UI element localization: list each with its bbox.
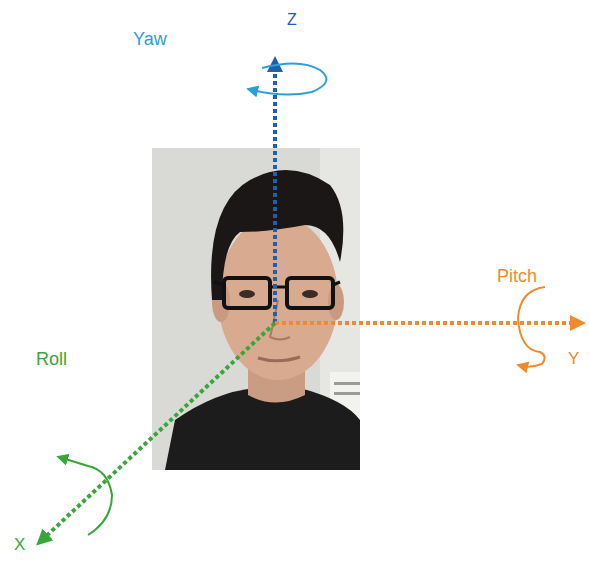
z-axis (275, 64, 276, 323)
x-axis (42, 323, 275, 540)
axis-label: Y (568, 350, 579, 367)
axis-label: Z (287, 12, 297, 28)
rotation-label: Roll (36, 350, 67, 368)
y-axis (275, 323, 578, 324)
portrait-photo (152, 148, 360, 470)
axis-label: X (14, 536, 25, 553)
rotation-label: Yaw (133, 30, 167, 48)
pitch-rotation-arrow (518, 287, 545, 367)
roll-rotation-arrow (62, 458, 112, 535)
rotation-label: Pitch (497, 267, 537, 285)
yaw-rotation-arrow (252, 63, 326, 94)
